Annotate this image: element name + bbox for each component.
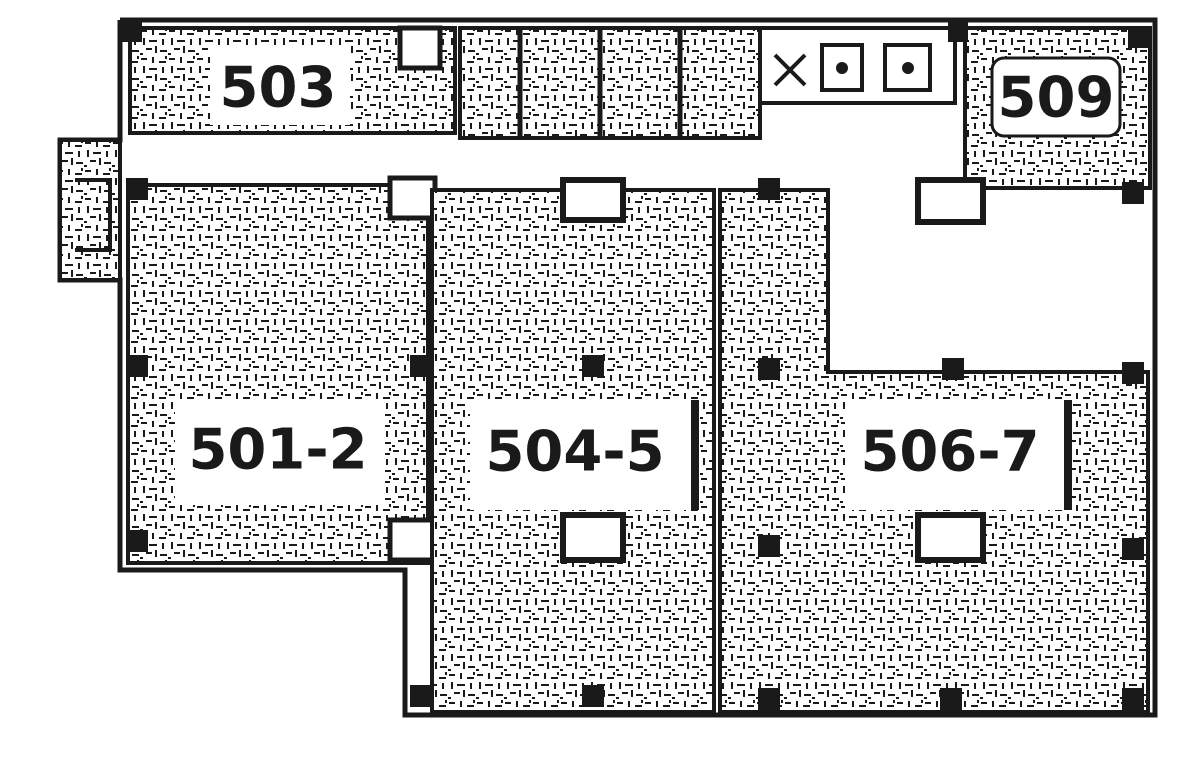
column-icon — [126, 178, 148, 200]
room-label-504-5: 504-5 — [485, 420, 664, 485]
room-label-501-2: 501-2 — [188, 418, 367, 483]
column-icon — [758, 178, 780, 200]
restroom-icon — [915, 177, 986, 225]
room-509[interactable]: 509 — [963, 26, 1152, 190]
room-label-506-7: 506-7 — [860, 420, 1039, 485]
column-icon — [410, 355, 432, 377]
room-503[interactable]: 503 — [128, 25, 457, 135]
restroom-icon — [387, 175, 438, 221]
column-icon — [942, 358, 964, 380]
restroom-icon — [560, 177, 626, 223]
column-icon — [1122, 688, 1144, 710]
structural-columns — [122, 22, 1148, 710]
column-icon — [126, 530, 148, 552]
restroom-icon — [560, 512, 626, 563]
column-icon — [410, 685, 432, 707]
column-icon — [122, 22, 142, 42]
column-icon — [1122, 538, 1144, 560]
stair-tower-left — [58, 138, 122, 282]
column-icon — [758, 535, 780, 557]
room-506-7[interactable]: 506-7 — [718, 177, 1150, 714]
room-label-503: 503 — [220, 56, 337, 121]
stair-icon — [773, 53, 807, 87]
restroom-icon — [915, 512, 986, 563]
column-icon — [1128, 28, 1148, 48]
elevator-icon — [820, 43, 864, 92]
restroom-icon — [397, 25, 443, 71]
column-icon — [1122, 182, 1144, 204]
room-504-5[interactable]: 504-5 — [430, 177, 716, 714]
room-501-2[interactable]: 501-2 — [126, 175, 438, 565]
building-core — [458, 26, 957, 140]
column-icon — [758, 688, 780, 710]
column-icon — [582, 685, 604, 707]
column-icon — [582, 355, 604, 377]
restroom-icon — [387, 517, 438, 563]
column-icon — [1122, 362, 1144, 384]
column-icon — [126, 355, 148, 377]
stair-icon — [75, 178, 112, 252]
column-icon — [948, 22, 968, 42]
room-label-509: 509 — [998, 66, 1115, 131]
column-icon — [940, 688, 962, 710]
column-icon — [758, 358, 780, 380]
